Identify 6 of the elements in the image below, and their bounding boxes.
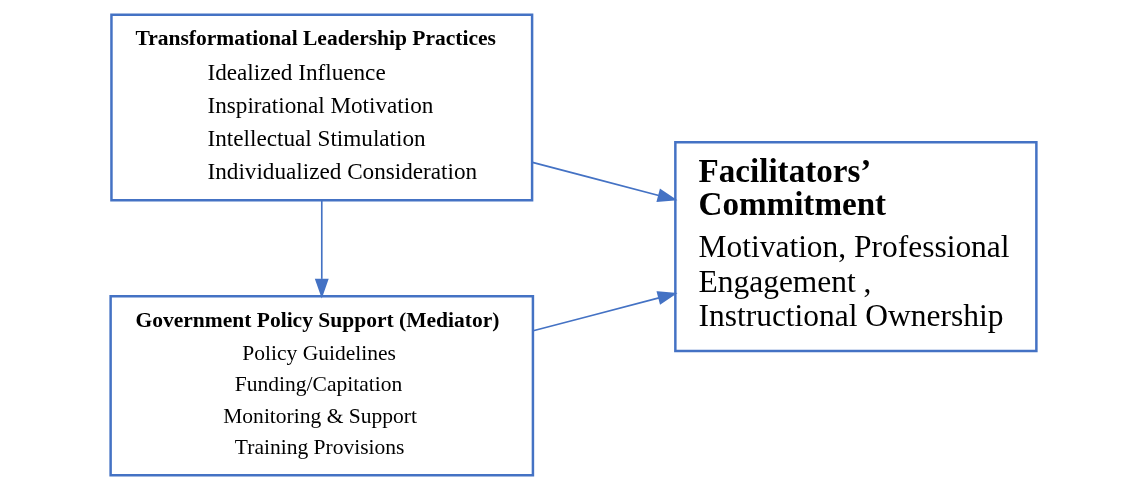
arrow: [531, 161, 677, 203]
arrow: [314, 199, 329, 299]
node-box: Facilitators’ Commitment Motivation, Professional Engagement , Instructional Ownership: [673, 141, 1038, 353]
node-box: Government Policy Support (Mediator) Policy Guidelines Funding/Capitation Monitoring & Support Training Provisions: [108, 295, 534, 477]
node-box: Transformational Leadership Practices Idealized Influence Inspirational Motivation Intellectual Stimulation Individualized Consideration: [109, 13, 533, 202]
arrow: [531, 291, 677, 332]
